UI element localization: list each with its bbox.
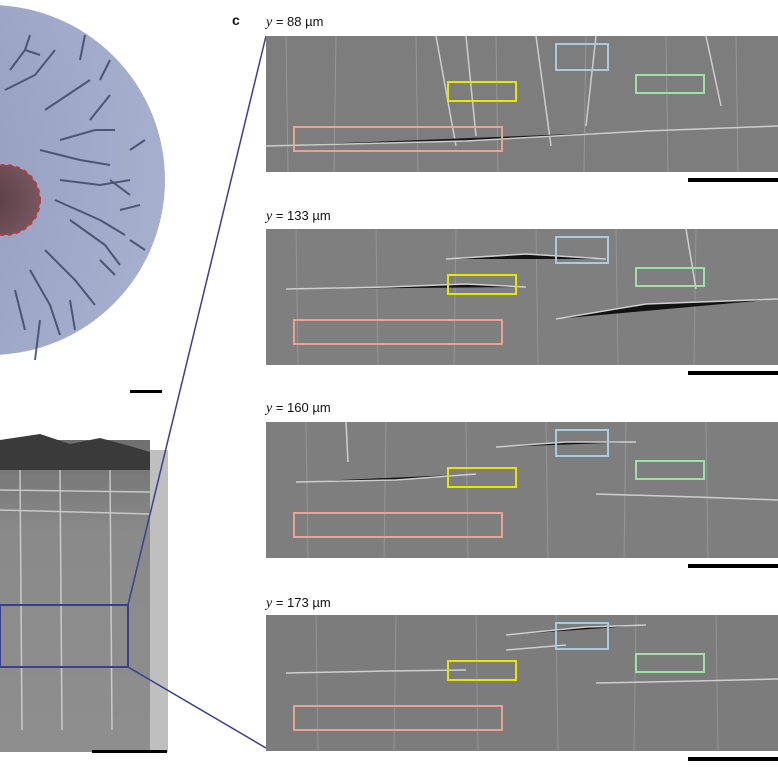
roi-box-yellow (447, 274, 517, 295)
section-label-1: y = 88 µm (266, 14, 324, 30)
roi-box-green (635, 267, 705, 287)
section-label-4: y = 173 µm (266, 595, 331, 611)
section-label-3: y = 160 µm (266, 400, 331, 416)
roi-box-green (635, 74, 705, 94)
sem-slice-160 (266, 422, 778, 558)
scale-bar-b (92, 750, 167, 753)
cross-section-sem-image (0, 434, 168, 753)
dendrite-disc-image (0, 5, 165, 393)
roi-box-yellow (447, 81, 517, 102)
panel-label: c (232, 12, 240, 28)
roi-box-blue (555, 429, 609, 457)
scale-bar-c1 (688, 178, 778, 182)
zoom-region-box (0, 604, 129, 668)
roi-box-red (293, 705, 503, 731)
sem-slice-133 (266, 229, 778, 365)
roi-box-yellow (447, 467, 517, 488)
roi-box-red (293, 512, 503, 538)
section-label-2: y = 133 µm (266, 208, 331, 224)
roi-box-green (635, 653, 705, 673)
sem-slice-88 (266, 36, 778, 172)
roi-box-blue (555, 43, 609, 71)
roi-box-green (635, 460, 705, 480)
roi-box-blue (555, 622, 609, 650)
roi-box-blue (555, 236, 609, 264)
scale-bar-c3 (688, 564, 778, 568)
scale-bar-c4 (688, 757, 778, 761)
sem-slice-173 (266, 615, 778, 751)
scale-bar-a (130, 390, 162, 393)
roi-box-red (293, 126, 503, 152)
roi-box-red (293, 319, 503, 345)
scale-bar-c2 (688, 371, 778, 375)
core-region-outline (0, 164, 41, 236)
roi-box-yellow (447, 660, 517, 681)
